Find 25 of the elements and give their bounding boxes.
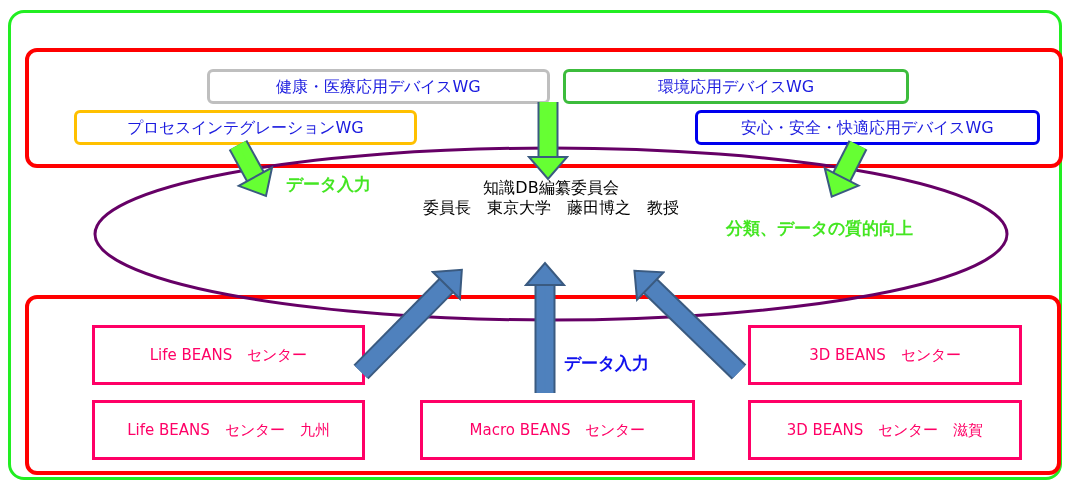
center-box xyxy=(748,325,1022,385)
center-name: Life BEANS センター xyxy=(149,345,308,365)
group-panel xyxy=(25,295,1061,475)
center-name: Life BEANS センター 九州 xyxy=(127,420,330,440)
committee-title: 知識DB編纂委員会 xyxy=(483,178,619,198)
working-group-box xyxy=(695,110,1040,145)
working-group-name: 健康・医療応用デバイスWG xyxy=(276,76,481,97)
working-group-name: 安心・安全・快適応用デバイスWG xyxy=(741,117,994,138)
working-group-box xyxy=(563,69,909,104)
center-name: Macro BEANS センター xyxy=(469,420,646,440)
center-box xyxy=(92,400,365,460)
committee-chair-text: 委員長 東京大学 藤田博之 教授 xyxy=(423,198,679,218)
center-name: 3D BEANS センター xyxy=(809,345,961,365)
working-group-box xyxy=(74,110,417,145)
outer-frame xyxy=(8,10,1062,480)
center-box xyxy=(748,400,1022,460)
working-group-name: 環境応用デバイスWG xyxy=(657,76,815,97)
working-group-name: プロセスインテグレーションWG xyxy=(127,117,364,138)
center-box xyxy=(92,325,365,385)
working-group-box xyxy=(207,69,550,104)
committee-ellipse xyxy=(93,146,1009,322)
group-panel xyxy=(25,48,1063,168)
center-name: 3D BEANS センター 滋賀 xyxy=(786,420,984,440)
edge-label: 分類、データの質的向上 xyxy=(724,217,915,240)
center-box xyxy=(420,400,695,460)
